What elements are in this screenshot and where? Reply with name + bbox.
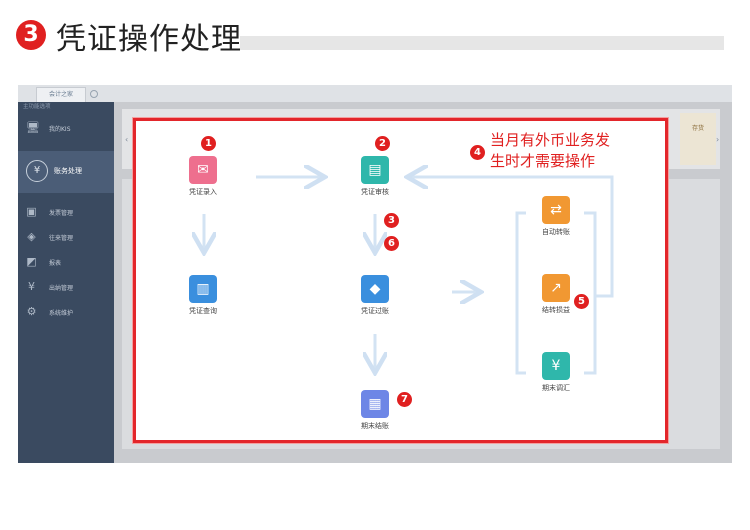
step-badge-2: 2 — [375, 136, 390, 151]
flow-node-voucher-post[interactable]: ◆ 凭证过账 — [345, 275, 405, 316]
step-badge-6: 6 — [384, 236, 399, 251]
node-label: 凭证录入 — [189, 188, 217, 196]
sidebar-item-reports[interactable]: ◩ 报表 — [18, 252, 114, 274]
sidebar-title: 主功能选项 — [23, 104, 51, 110]
highlight-box — [133, 118, 668, 443]
sidebar-item-label: 账务处理 — [54, 167, 82, 175]
gear-icon: ⚙ — [26, 305, 37, 318]
flow-node-exchange-adjust[interactable]: ¥ 期末调汇 — [526, 352, 586, 393]
sidebar-item-accounting[interactable]: ¥ 账务处理 — [18, 151, 114, 193]
step-badge-7: 7 — [397, 392, 412, 407]
sidebar-item-label: 出纳管理 — [49, 285, 74, 292]
inventory-card[interactable]: 存货 — [680, 113, 716, 165]
sidebar-item-label: 系统维护 — [49, 310, 74, 317]
sidebar-item-label: 报表 — [49, 260, 62, 267]
voucher-post-icon: ◆ — [361, 275, 389, 303]
sidebar: 主功能选项 🖥 我的KIS ¥ 账务处理 ▣ 发票管理 ◈ 往来管理 ◩ 报表 … — [18, 102, 114, 463]
yen-circle-icon: ¥ — [26, 160, 48, 182]
sidebar-item-cashier[interactable]: ¥ 出纳管理 — [18, 277, 114, 299]
flow-node-period-close[interactable]: ▦ 期末结账 — [345, 390, 405, 431]
invoice-icon: ▣ — [26, 205, 37, 218]
cashier-icon: ¥ — [28, 280, 35, 293]
node-label: 期末结账 — [361, 422, 389, 430]
page-title: 凭证操作处理 — [56, 22, 242, 57]
flow-node-auto-transfer[interactable]: ⇄ 自动转账 — [526, 196, 586, 237]
foreign-currency-note: 当月有外币业务发 生时才需要操作 — [490, 130, 650, 172]
period-close-icon: ▦ — [361, 390, 389, 418]
node-label: 凭证查询 — [189, 307, 217, 315]
note-line-1: 当月有外币业务发 — [490, 131, 611, 149]
node-label: 期末调汇 — [542, 384, 570, 392]
step-number-badge: 3 — [16, 20, 46, 50]
sidebar-item-contacts[interactable]: ◈ 往来管理 — [18, 227, 114, 249]
profit-loss-icon: ↗ — [542, 274, 570, 302]
node-label: 凭证过账 — [361, 307, 389, 315]
step-badge-1: 1 — [201, 136, 216, 151]
sidebar-item-label: 我的KIS — [49, 126, 71, 133]
chevron-left-icon[interactable]: ‹ — [125, 135, 129, 144]
sidebar-item-my-kis[interactable]: 🖥 我的KIS — [18, 118, 114, 140]
monitor-icon: 🖥 — [26, 121, 40, 134]
voucher-query-icon: ▥ — [189, 275, 217, 303]
node-label: 凭证审核 — [361, 188, 389, 196]
tab-home[interactable]: 会计之家 — [36, 87, 86, 103]
flow-node-profit-loss[interactable]: ↗ 结转损益 — [526, 274, 586, 315]
flow-node-voucher-entry[interactable]: ✉ 凭证录入 — [173, 156, 233, 197]
sidebar-item-label: 往来管理 — [49, 235, 74, 242]
sidebar-item-system[interactable]: ⚙ 系统维护 — [18, 302, 114, 324]
flow-node-voucher-query[interactable]: ▥ 凭证查询 — [173, 275, 233, 316]
tab-close-icon[interactable] — [90, 90, 98, 98]
note-line-2: 生时才需要操作 — [490, 152, 596, 170]
contacts-icon: ◈ — [27, 230, 36, 243]
chart-icon: ◩ — [26, 255, 37, 268]
sidebar-item-label: 发票管理 — [49, 210, 74, 217]
step-badge-4: 4 — [470, 145, 485, 160]
voucher-entry-icon: ✉ — [189, 156, 217, 184]
node-label: 自动转账 — [542, 228, 570, 236]
step-badge-5: 5 — [574, 294, 589, 309]
flow-node-voucher-audit[interactable]: ▤ 凭证审核 — [345, 156, 405, 197]
node-label: 结转损益 — [542, 306, 570, 314]
exchange-adjust-icon: ¥ — [542, 352, 570, 380]
title-underline-bar — [240, 36, 724, 50]
tab-bar: 会计之家 — [18, 85, 732, 103]
voucher-audit-icon: ▤ — [361, 156, 389, 184]
chevron-right-icon[interactable]: › — [716, 135, 720, 144]
sidebar-item-invoice[interactable]: ▣ 发票管理 — [18, 202, 114, 224]
auto-transfer-icon: ⇄ — [542, 196, 570, 224]
step-badge-3: 3 — [384, 213, 399, 228]
